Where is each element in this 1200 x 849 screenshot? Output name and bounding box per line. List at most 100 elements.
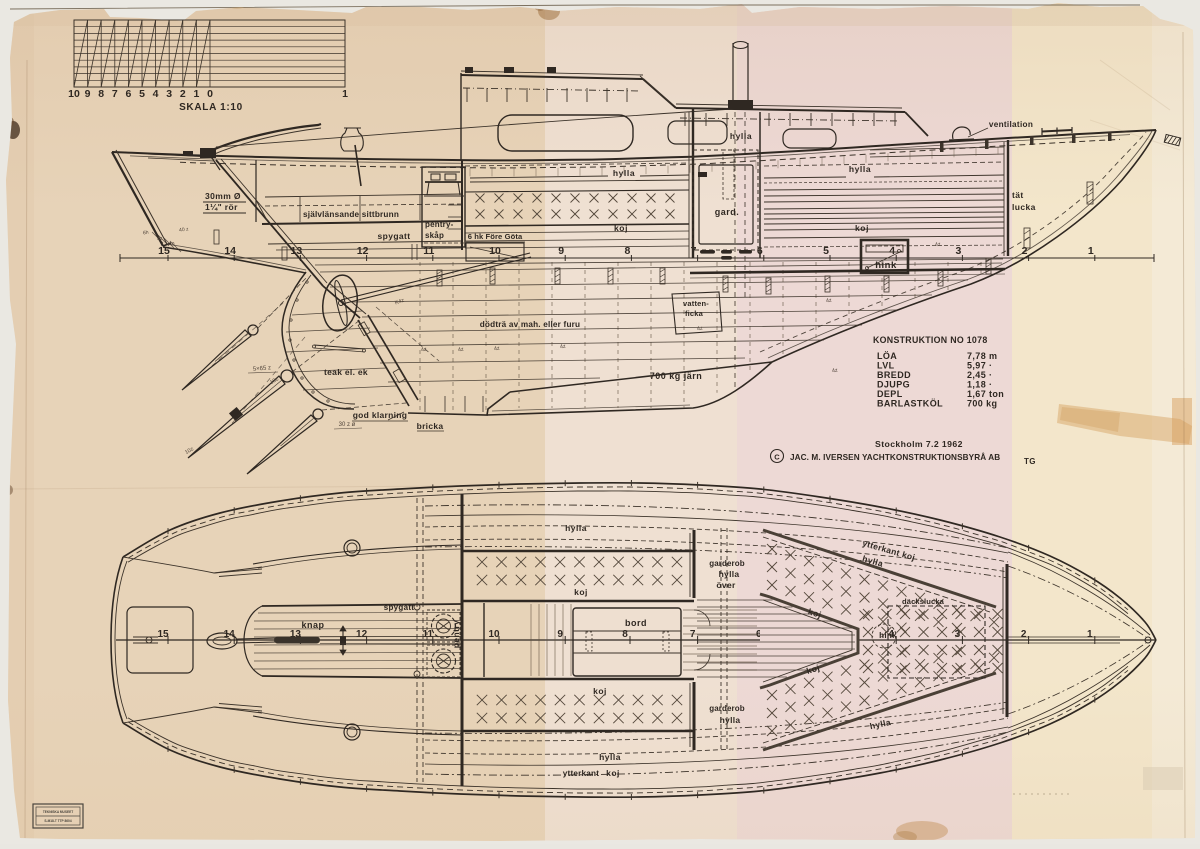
svg-text:8: 8 — [622, 629, 628, 640]
svg-text:10: 10 — [488, 629, 500, 640]
svg-text:hylla: hylla — [565, 523, 587, 533]
svg-text:5×65 z: 5×65 z — [253, 365, 272, 373]
svg-text:10z: 10z — [269, 376, 280, 386]
svg-text:däckslucka: däckslucka — [902, 597, 945, 606]
svg-text:över: över — [716, 580, 736, 590]
svg-text:C: C — [774, 453, 780, 462]
svg-text:9: 9 — [557, 629, 563, 640]
svg-text:koj: koj — [805, 662, 821, 676]
svg-text:BREDD: BREDD — [877, 370, 911, 380]
svg-text:knap: knap — [301, 620, 324, 630]
svg-text:hylla: hylla — [720, 715, 741, 725]
svg-text:hylla: hylla — [730, 131, 752, 141]
svg-text:6: 6 — [125, 88, 131, 100]
svg-text:11: 11 — [423, 629, 434, 640]
svg-text:4z: 4z — [697, 326, 704, 333]
svg-text:bord: bord — [625, 618, 647, 628]
svg-text:hylla: hylla — [719, 569, 740, 579]
svg-text:DJUPG: DJUPG — [877, 380, 910, 390]
svg-text:12: 12 — [356, 629, 368, 640]
svg-text:bricka: bricka — [417, 421, 444, 431]
svg-text:koj: koj — [807, 606, 823, 620]
svg-text:hylla: hylla — [849, 164, 871, 174]
svg-text:DEPL: DEPL — [877, 389, 903, 399]
svg-text:700 kg järn: 700 kg järn — [650, 371, 703, 381]
svg-text:13: 13 — [291, 245, 303, 257]
svg-text:hink: hink — [875, 260, 897, 271]
svg-text:K4z: K4z — [394, 298, 405, 307]
svg-text:9: 9 — [558, 245, 564, 257]
svg-text:4: 4 — [889, 245, 895, 257]
svg-text:4z: 4z — [826, 298, 833, 305]
svg-text:koj: koj — [593, 686, 607, 696]
svg-text:2: 2 — [1021, 629, 1027, 640]
svg-text:S-M18-T TTP 8604: S-M18-T TTP 8604 — [44, 819, 71, 823]
svg-text:14: 14 — [224, 245, 236, 257]
svg-text:pentry: pentry — [451, 620, 461, 648]
svg-text:SKALA 1:10: SKALA 1:10 — [179, 102, 243, 113]
svg-text:700 kg: 700 kg — [967, 399, 997, 409]
svg-text:spygatt: spygatt — [377, 231, 410, 241]
svg-text:teak el. ek: teak el. ek — [324, 367, 368, 377]
svg-text:0: 0 — [207, 88, 213, 100]
svg-text:1,67 ton: 1,67 ton — [967, 389, 1004, 399]
svg-text:6 hk Före Göta: 6 hk Före Göta — [468, 232, 523, 241]
svg-text:dödträ av mah. eller furu: dödträ av mah. eller furu — [480, 320, 581, 329]
svg-text:3: 3 — [955, 245, 961, 257]
svg-text:15: 15 — [158, 245, 170, 257]
svg-text:LVL: LVL — [877, 361, 895, 371]
svg-text:JAC. M. IVERSEN YACHTKONSTRUK: JAC. M. IVERSEN YACHTKONSTRUKTIONSBYRÅ A… — [790, 452, 1000, 462]
svg-text:4z: 4z — [157, 236, 164, 243]
svg-text:1: 1 — [1088, 245, 1094, 257]
svg-text:garderob: garderob — [709, 704, 744, 713]
svg-text:tät: tät — [1012, 190, 1024, 200]
svg-text:4z: 4z — [421, 347, 428, 354]
svg-text:15: 15 — [157, 629, 169, 640]
svg-text:4z: 4z — [560, 344, 567, 351]
svg-text:1,18 ·: 1,18 · — [967, 380, 992, 390]
svg-text:4: 4 — [888, 629, 894, 640]
svg-text:TG: TG — [1024, 457, 1036, 466]
svg-text:6: 6 — [756, 629, 762, 640]
svg-text:4n: 4n — [169, 241, 176, 248]
svg-text:koj: koj — [606, 768, 620, 778]
svg-text:ytterkant: ytterkant — [563, 769, 599, 778]
svg-text:2,45 ·: 2,45 · — [967, 370, 992, 380]
svg-text:TEKNISKA MUSEET: TEKNISKA MUSEET — [43, 810, 73, 814]
svg-text:5: 5 — [139, 88, 145, 100]
svg-text:7: 7 — [690, 629, 696, 640]
svg-text:vatten-: vatten- — [683, 299, 709, 308]
svg-text:6h: 6h — [143, 230, 150, 237]
svg-text:10: 10 — [68, 88, 80, 100]
svg-text:8: 8 — [98, 88, 104, 100]
svg-text:30 z ø: 30 z ø — [339, 422, 356, 428]
svg-text:7: 7 — [112, 88, 118, 100]
svg-text:BARLASTKÖL: BARLASTKÖL — [877, 399, 943, 409]
svg-text:13: 13 — [290, 629, 302, 640]
svg-text:4z: 4z — [935, 242, 942, 249]
svg-text:koj: koj — [614, 223, 628, 233]
svg-text:spygatt: spygatt — [384, 603, 415, 612]
svg-text:hylla: hylla — [869, 717, 892, 731]
svg-text:KONSTRUKTION NO 1078: KONSTRUKTION NO 1078 — [873, 335, 988, 345]
svg-text:Stockholm 7.2 1962: Stockholm 7.2 1962 — [875, 439, 963, 449]
svg-text:5: 5 — [823, 245, 829, 257]
svg-text:ficka: ficka — [685, 309, 704, 318]
svg-text:hink: hink — [879, 631, 897, 640]
svg-text:1¼" rör: 1¼" rör — [205, 202, 238, 212]
svg-text:10: 10 — [489, 245, 501, 257]
svg-text:gard.: gard. — [715, 207, 740, 217]
svg-text:11: 11 — [423, 245, 434, 257]
svg-text:2: 2 — [1022, 245, 1028, 257]
svg-text:pentry-: pentry- — [425, 220, 454, 229]
svg-text:1: 1 — [193, 88, 199, 100]
svg-text:7,78 m: 7,78 m — [967, 351, 997, 361]
svg-text:skåp: skåp — [425, 231, 444, 240]
svg-text:LÖA: LÖA — [877, 351, 897, 361]
svg-text:ventilation: ventilation — [989, 120, 1033, 129]
svg-text:5,97 ·: 5,97 · — [967, 361, 992, 371]
svg-text:4z: 4z — [458, 347, 465, 354]
svg-text:koj: koj — [574, 587, 588, 597]
svg-text:3: 3 — [166, 88, 172, 100]
svg-text:4z: 4z — [494, 346, 501, 353]
